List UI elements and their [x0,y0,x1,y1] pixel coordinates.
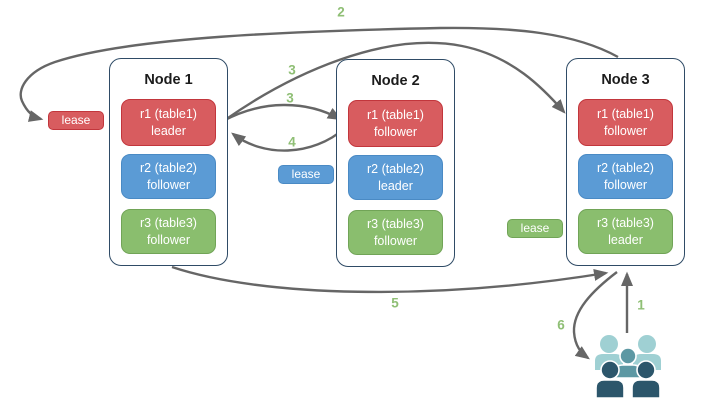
replica-role: follower [373,124,418,139]
lease-badge-r2: lease [278,165,334,184]
replica-name: r2 (table2) [597,161,654,176]
node-2: Node 2 r1 (table1) follower r2 (table2) … [336,59,455,267]
step-label-3a: 3 [288,62,296,78]
node-1-replica-r3: r3 (table3) follower [121,209,216,254]
replica-role: follower [373,233,418,248]
replica-role: follower [146,232,191,247]
node-3-replica-r1: r1 (table1) follower [578,99,673,146]
lease-badge-r1: lease [48,111,104,130]
replica-name: r1 (table1) [597,107,654,122]
replica-role: follower [146,177,191,192]
replica-role: follower [603,123,648,138]
node-3: Node 3 r1 (table1) follower r2 (table2) … [566,58,685,266]
lease-badge-r3: lease [507,219,563,238]
node-1-replica-r1: r1 (table1) leader [121,99,216,146]
replica-role: follower [603,177,648,192]
step-label-2: 2 [337,4,345,20]
node-1-title: Node 1 [144,72,193,88]
replica-role: leader [151,123,186,138]
step-label-1: 1 [637,297,645,313]
step-label-4: 4 [288,134,296,150]
node-2-replica-r1: r1 (table1) follower [348,100,443,147]
node-1-replica-r2: r2 (table2) follower [121,154,216,199]
users-icon [595,335,661,399]
arrow-step-3-replicate-to-node2 [222,103,343,123]
step-label-6: 6 [557,317,565,333]
replica-name: r1 (table1) [140,107,197,122]
replica-name: r3 (table3) [140,216,197,231]
node-2-replica-r3: r3 (table3) follower [348,210,443,255]
replica-role: leader [378,178,413,193]
user-front-right [631,360,661,399]
user-front-left [595,360,625,399]
node-2-replica-r2: r2 (table2) leader [348,155,443,200]
user-middle [614,347,642,379]
arrow-step-5-forward-to-node3 [171,265,609,294]
step-label-5: 5 [391,295,399,311]
replica-name: r2 (table2) [367,162,424,177]
replica-name: r3 (table3) [367,217,424,232]
node-3-replica-r3: r3 (table3) leader [578,209,673,254]
node-1: Node 1 r1 (table1) leader r2 (table2) fo… [109,58,228,266]
replica-name: r3 (table3) [597,216,654,231]
node-3-replica-r2: r2 (table2) follower [578,154,673,199]
replica-name: r1 (table1) [367,108,424,123]
replica-role: leader [608,232,643,247]
node-3-title: Node 3 [601,72,650,88]
replica-name: r2 (table2) [140,161,197,176]
node-2-title: Node 2 [371,73,420,89]
step-label-3b: 3 [286,90,294,106]
